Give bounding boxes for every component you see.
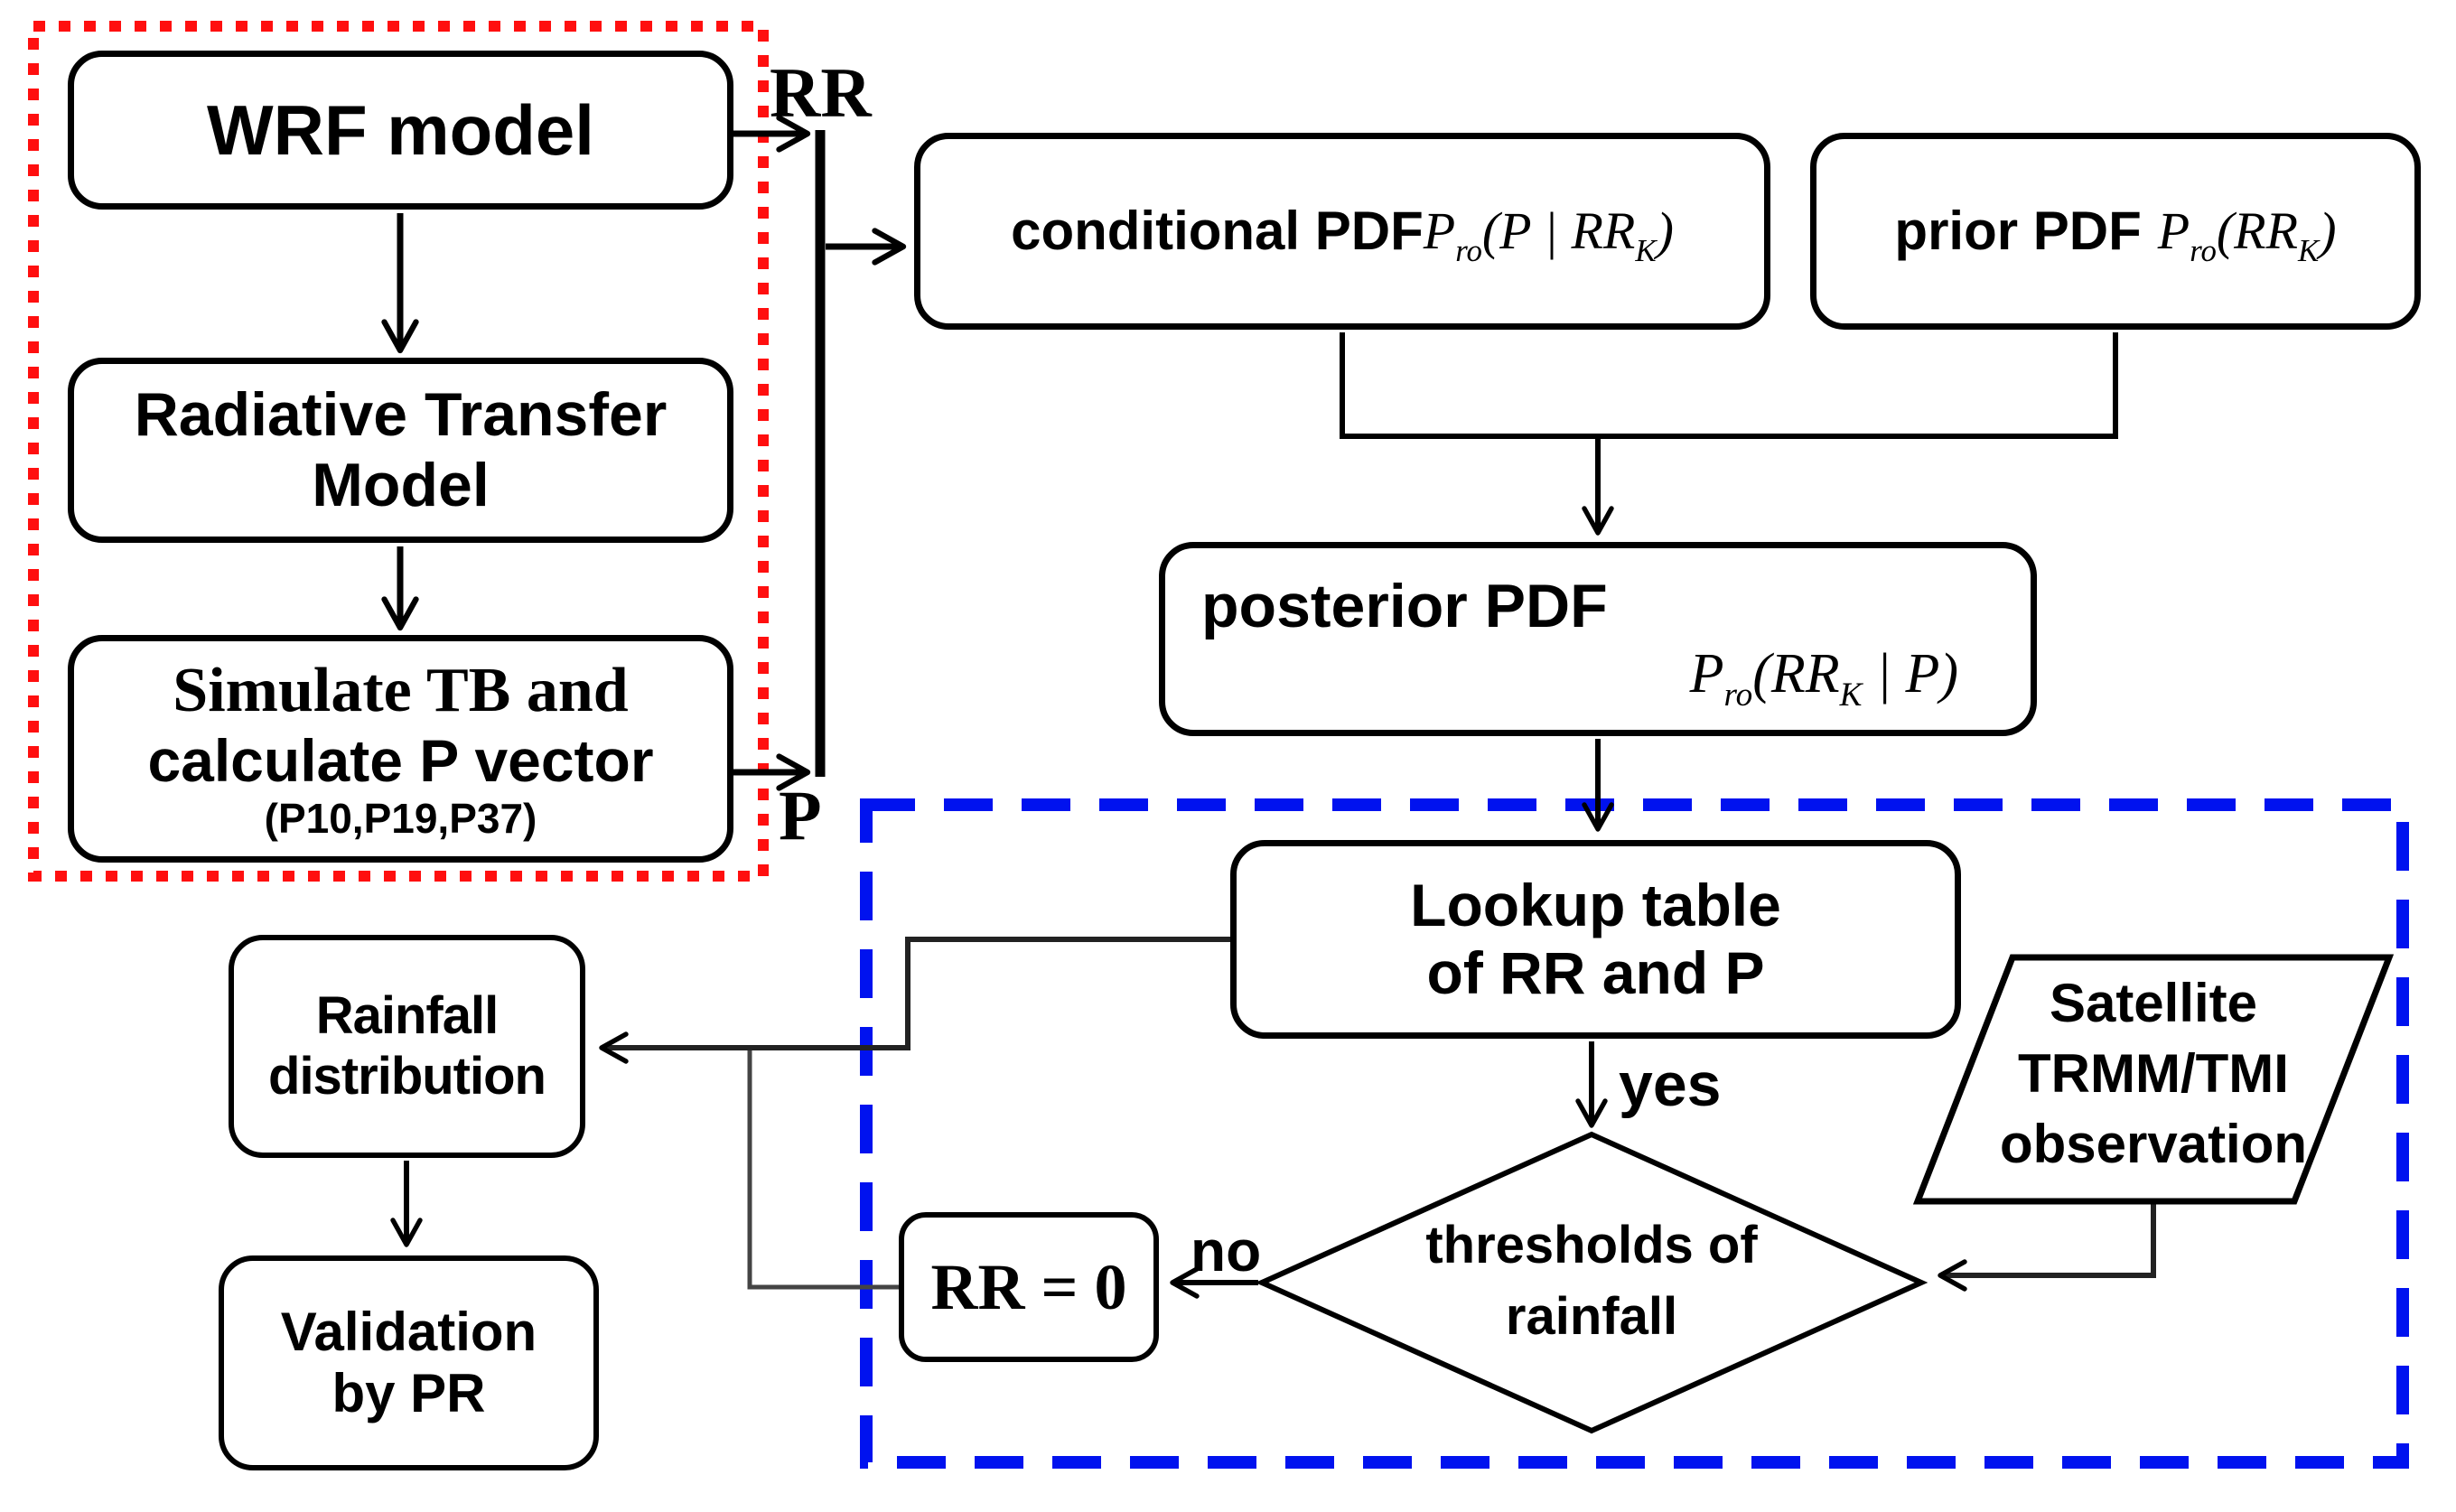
conditional-label: conditional PDF — [1011, 200, 1424, 261]
posterior-label: posterior PDF — [1201, 572, 1608, 641]
node-wrf-model: WRF model — [68, 51, 733, 210]
decision-diamond-shape — [1255, 1131, 1928, 1434]
rtm-line1: Radiative Transfer — [134, 379, 668, 449]
satellite-line1: Satellite — [2049, 973, 2258, 1033]
prior-label: prior PDF — [1894, 200, 2142, 261]
simulation-group-border — [28, 21, 769, 882]
simulate-line2: calculate P vector — [147, 727, 654, 795]
node-prior-pdf: prior PDF Pro(RRK) — [1810, 133, 2421, 330]
decision-label: thresholds of rainfall — [1321, 1210, 1863, 1353]
lookup-line1: Lookup table — [1410, 871, 1781, 938]
retrieval-group-border — [860, 798, 2409, 1469]
node-radiative-transfer-model: Radiative Transfer Model — [68, 358, 733, 543]
node-lookup-table: Lookup table of RR and P — [1230, 840, 1961, 1039]
rainfall-line1: Rainfall — [315, 986, 499, 1046]
simulate-line3: (P10,P19,P37) — [264, 795, 537, 843]
node-rainfall-distribution: Rainfall distribution — [229, 935, 585, 1158]
edge-label-p: P — [779, 776, 822, 854]
node-rr-zero: RR = 0 — [899, 1212, 1159, 1362]
rainfall-line2: distribution — [268, 1046, 546, 1106]
satellite-line3: observation — [1999, 1114, 2308, 1174]
satellite-line2: TRMM/TMI — [2018, 1043, 2289, 1104]
rtm-line2: Model — [312, 450, 490, 519]
connector-satellite-to-decision — [1938, 1203, 2156, 1292]
simulate-line1: Simulate TB and — [173, 656, 629, 726]
lookup-line2: of RR and P — [1426, 939, 1765, 1006]
decision-line1: thresholds of — [1425, 1216, 1758, 1274]
validation-line2: by PR — [332, 1363, 486, 1423]
edge-label-yes: yes — [1619, 1050, 1722, 1119]
node-simulate-tb: Simulate TB and calculate P vector (P10,… — [68, 635, 733, 863]
edge-label-rr: RR — [770, 53, 872, 132]
conditional-math: Pro(P | RRK) — [1423, 201, 1674, 268]
wrf-label: WRF model — [207, 89, 594, 170]
satellite-label: Satellite TRMM/TMI observation — [1928, 968, 2379, 1180]
edge-label-no: no — [1191, 1218, 1262, 1283]
connector-lookup-to-rainfall — [599, 937, 1230, 1064]
node-validation-by-pr: Validation by PR — [219, 1255, 599, 1470]
satellite-parallelogram-shape — [1912, 954, 2395, 1205]
posterior-math: Pro(RRK | P) — [1689, 642, 1958, 714]
connector-rrzero-return — [747, 1050, 899, 1290]
validation-line1: Validation — [280, 1301, 537, 1362]
rr-zero-label: RR = 0 — [930, 1250, 1127, 1323]
prior-math: Pro(RRK) — [2157, 201, 2337, 268]
decision-line2: rainfall — [1505, 1286, 1678, 1346]
node-posterior-pdf: posterior PDF Pro(RRK | P) — [1159, 542, 2037, 736]
